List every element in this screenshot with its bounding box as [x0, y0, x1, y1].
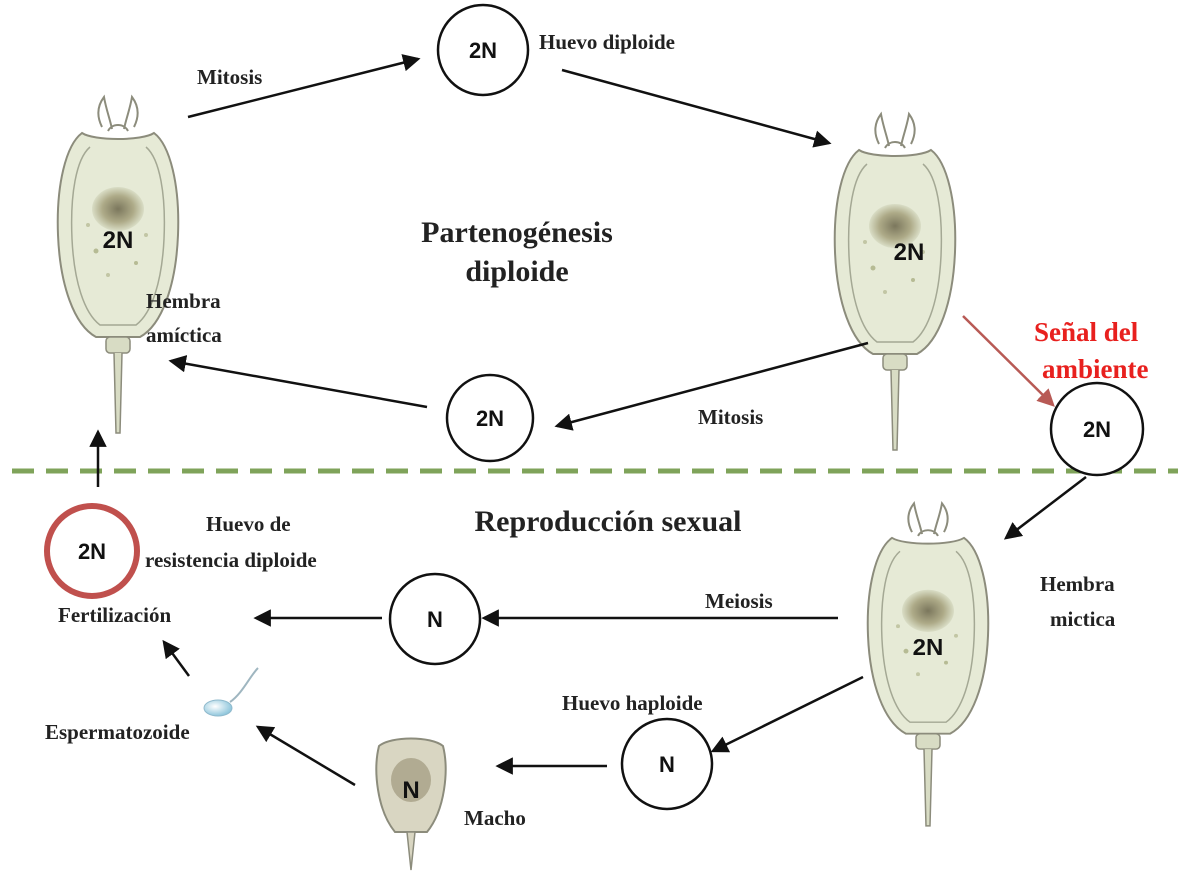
label-hembra-mictica-2: mictica	[1050, 607, 1116, 631]
resistance-egg-node: 2N	[47, 506, 137, 596]
label-fertilizacion: Fertilización	[58, 603, 171, 627]
label-signal-line1: Señal del	[1034, 317, 1139, 347]
label-hembra: Hembra	[146, 289, 221, 313]
label-amictica: amíctica	[146, 323, 222, 347]
mid-egg-node: 2N	[447, 375, 533, 461]
label-espermatozoide: Espermatozoide	[45, 720, 190, 744]
haploid-egg-node: N	[622, 719, 712, 809]
resistance-egg-label: 2N	[78, 539, 106, 564]
rotifer-icon	[835, 114, 956, 450]
label-huevo-haploide: Huevo haploide	[562, 691, 703, 715]
rotifer-icon	[868, 503, 989, 826]
signal-egg-label: 2N	[1083, 417, 1111, 442]
signal-egg-node: 2N	[1051, 383, 1143, 475]
label-signal-line2: ambiente	[1042, 354, 1149, 384]
sperm-icon	[204, 668, 258, 716]
label-mitosis-mid: Mitosis	[698, 405, 763, 429]
top-egg-label: 2N	[469, 38, 497, 63]
amictic-female-left: 2N	[58, 97, 179, 433]
arrow-male-to-sperm	[258, 727, 355, 785]
top-egg-node: 2N	[438, 5, 528, 95]
mictic-female: 2N	[868, 503, 989, 826]
arrow-egg-to-mictic	[1006, 477, 1086, 538]
mictic-ploidy: 2N	[913, 634, 944, 659]
amictic-right-ploidy: 2N	[894, 239, 925, 266]
label-hembra-mictica-1: Hembra	[1040, 572, 1115, 596]
label-macho: Macho	[464, 806, 526, 830]
asexual-title-line1: Partenogénesis	[421, 216, 613, 249]
male-ploidy: N	[402, 777, 419, 804]
label-mitosis-top: Mitosis	[197, 65, 262, 89]
arrow-egg-to-amictic	[171, 361, 427, 407]
label-huevo-de: Huevo de	[206, 512, 291, 536]
amictic-left-ploidy: 2N	[103, 227, 134, 254]
meiosis-egg-node: N	[390, 574, 480, 664]
mid-egg-label: 2N	[476, 406, 504, 431]
sexual-title: Reproducción sexual	[475, 505, 742, 538]
arrow-mictic-to-haploid-egg	[713, 677, 863, 751]
amictic-female-right: 2N	[835, 114, 956, 450]
label-huevo-diploide: Huevo diploide	[539, 30, 675, 54]
arrow-sperm-to-fertilization	[164, 642, 189, 676]
label-resistencia-diploide: resistencia diploide	[145, 548, 317, 572]
rotifer-icon	[58, 97, 179, 433]
male-rotifer: N	[376, 739, 445, 871]
asexual-title-line2: diploide	[465, 255, 568, 288]
meiosis-egg-label: N	[427, 607, 443, 632]
label-meiosis: Meiosis	[705, 589, 773, 613]
haploid-egg-label: N	[659, 752, 675, 777]
arrow-egg-to-female	[562, 70, 829, 143]
